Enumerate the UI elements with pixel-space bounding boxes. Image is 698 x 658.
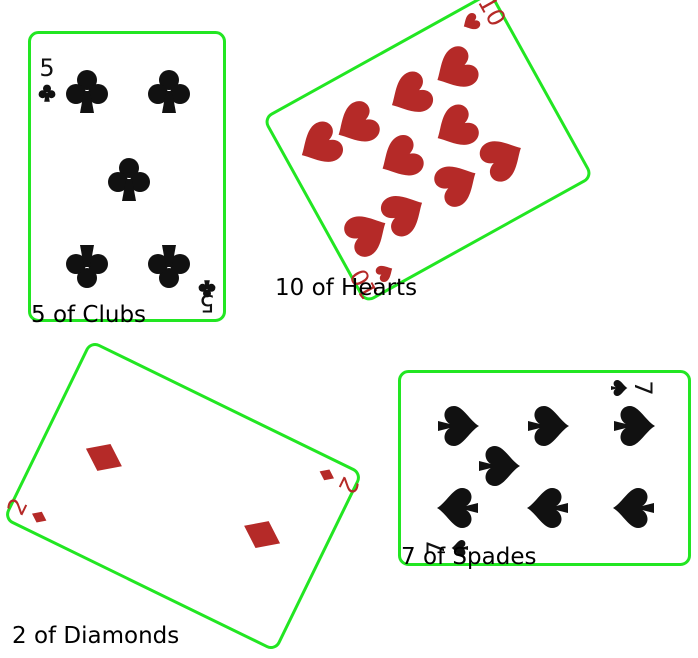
card-label: 5 of Clubs	[31, 302, 147, 328]
card-7-of-spades: 7 7	[398, 370, 691, 566]
card-face: 7 7	[398, 370, 691, 566]
rank-index-bottom: 7	[422, 540, 450, 555]
detection-box	[6, 343, 360, 649]
card-face: 5 5 5	[28, 31, 226, 322]
card-index-bottom: 7	[422, 540, 468, 556]
rank-index-bottom: 5	[199, 289, 214, 317]
card-label: 10 of Hearts	[275, 275, 418, 301]
card-label: 7 of Spades	[401, 544, 537, 570]
card-2-of-diamonds: 2 2	[2, 339, 364, 652]
card-index-top: 7	[611, 380, 657, 396]
rank-index-top: 5	[39, 54, 54, 82]
card-face: 10 10	[265, 0, 591, 304]
card-face: 2 2	[2, 343, 364, 649]
card-10-of-hearts: 10 10	[262, 0, 594, 304]
card-5-of-clubs: 5 5 5	[28, 31, 226, 322]
rank-index-top: 7	[629, 380, 657, 395]
card-label: 2 of Diamonds	[12, 623, 180, 649]
detection-box	[398, 370, 691, 566]
